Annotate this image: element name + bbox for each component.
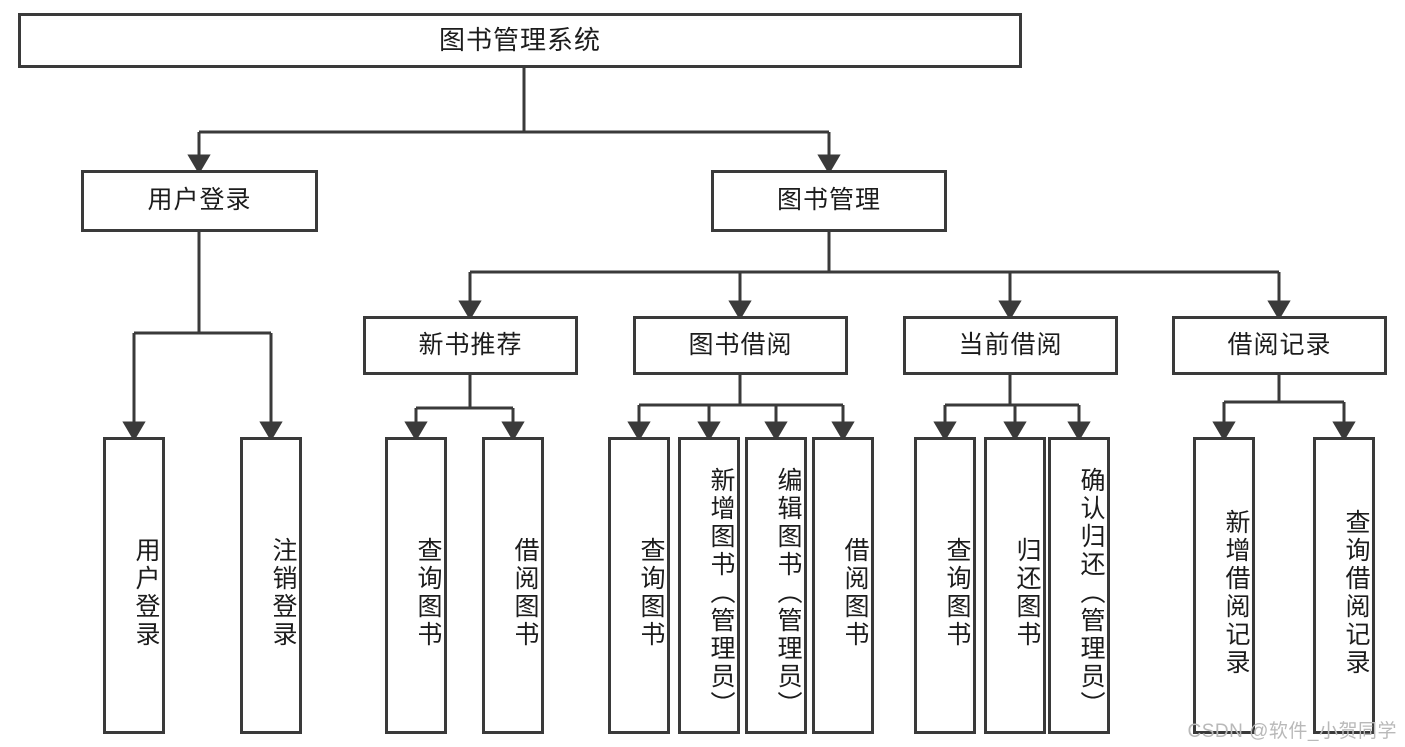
node-leaf-bor-edit-book-label: 编辑图书（管理员） bbox=[774, 466, 802, 719]
node-leaf-rec-query-record[interactable]: 查询借阅记录 bbox=[1313, 437, 1375, 734]
node-new-book-rec-label: 新书推荐 bbox=[418, 330, 523, 359]
node-leaf-bor-borrow-book[interactable]: 借阅图书 bbox=[812, 437, 874, 734]
node-borrow-record-label: 借阅记录 bbox=[1227, 330, 1332, 359]
node-leaf-bor-borrow-book-label: 借阅图书 bbox=[841, 536, 869, 649]
node-leaf-bor-query-book-label: 查询图书 bbox=[637, 536, 665, 649]
node-leaf-bor-query-book[interactable]: 查询图书 bbox=[608, 437, 670, 734]
node-leaf-rec-borrow-book-label: 借阅图书 bbox=[511, 536, 539, 649]
node-leaf-rec-add-record-label: 新增借阅记录 bbox=[1222, 508, 1250, 677]
node-leaf-rec-query-book[interactable]: 查询图书 bbox=[385, 437, 447, 734]
node-root[interactable]: 图书管理系统 bbox=[18, 13, 1022, 68]
node-book-borrow[interactable]: 图书借阅 bbox=[633, 316, 848, 375]
node-current-borrow[interactable]: 当前借阅 bbox=[903, 316, 1118, 375]
watermark: CSDN @软件_小贺同学 bbox=[1187, 721, 1397, 742]
node-root-label: 图书管理系统 bbox=[438, 25, 601, 56]
node-leaf-user-logout-label: 注销登录 bbox=[269, 536, 297, 649]
node-user-login-label: 用户登录 bbox=[147, 186, 252, 215]
node-book-manage-label: 图书管理 bbox=[776, 186, 881, 215]
node-leaf-cur-confirm-return-label: 确认归还（管理员） bbox=[1077, 466, 1105, 719]
node-new-book-rec[interactable]: 新书推荐 bbox=[363, 316, 578, 375]
node-leaf-rec-query-record-label: 查询借阅记录 bbox=[1342, 508, 1370, 677]
node-leaf-cur-query-book[interactable]: 查询图书 bbox=[914, 437, 976, 734]
node-leaf-cur-return-book[interactable]: 归还图书 bbox=[984, 437, 1046, 734]
node-borrow-record[interactable]: 借阅记录 bbox=[1172, 316, 1387, 375]
node-user-login[interactable]: 用户登录 bbox=[81, 170, 318, 232]
node-leaf-bor-edit-book[interactable]: 编辑图书（管理员） bbox=[745, 437, 807, 734]
node-leaf-user-login-label: 用户登录 bbox=[132, 536, 160, 649]
node-leaf-bor-add-book[interactable]: 新增图书（管理员） bbox=[678, 437, 740, 734]
node-leaf-bor-add-book-label: 新增图书（管理员） bbox=[707, 466, 735, 719]
node-book-borrow-label: 图书借阅 bbox=[688, 330, 793, 359]
node-leaf-rec-query-book-label: 查询图书 bbox=[414, 536, 442, 649]
node-leaf-cur-query-book-label: 查询图书 bbox=[943, 536, 971, 649]
node-leaf-cur-confirm-return[interactable]: 确认归还（管理员） bbox=[1048, 437, 1110, 734]
node-book-manage[interactable]: 图书管理 bbox=[711, 170, 947, 232]
node-leaf-user-login[interactable]: 用户登录 bbox=[103, 437, 165, 734]
node-leaf-cur-return-book-label: 归还图书 bbox=[1013, 536, 1041, 649]
node-leaf-rec-borrow-book[interactable]: 借阅图书 bbox=[482, 437, 544, 734]
node-leaf-user-logout[interactable]: 注销登录 bbox=[240, 437, 302, 734]
node-leaf-rec-add-record[interactable]: 新增借阅记录 bbox=[1193, 437, 1255, 734]
node-current-borrow-label: 当前借阅 bbox=[958, 330, 1063, 359]
